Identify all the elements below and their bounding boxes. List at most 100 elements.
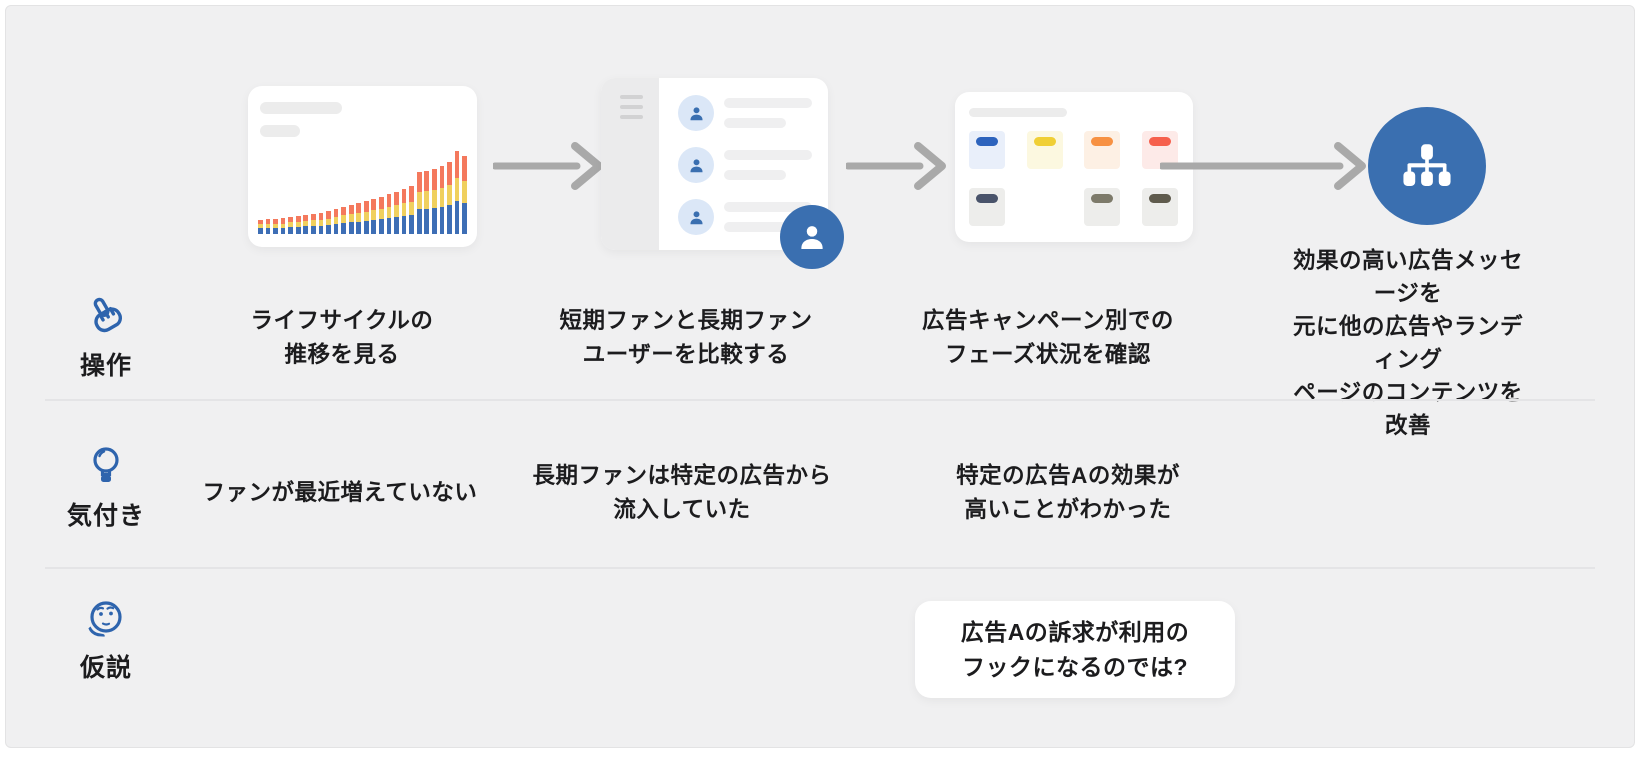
avatar [678,95,714,131]
dashboard-tile [1084,188,1120,226]
pointing-hand-icon [93,297,123,333]
text-placeholder [969,108,1067,117]
stacked-bar [341,207,346,234]
blue-segment [416,209,422,234]
stacked-bar [409,186,415,234]
yellow-segment [379,209,384,219]
red-segment [431,169,437,190]
yellow-segment [295,222,301,227]
thinking-face-icon [88,601,122,637]
red-segment [288,217,294,222]
red-segment [386,194,392,207]
blue-segment [288,227,294,234]
yellow-segment [348,214,354,222]
user-icon [689,106,703,120]
hypothesis-card: 広告Aの訴求が利用の フックになるのでは? [915,601,1235,698]
dashboard-tile [1084,131,1120,169]
blue-segment [401,216,407,234]
stacked-bar [401,189,407,234]
blue-segment [341,223,346,234]
text-placeholder [724,202,812,212]
dashboard-tile [1027,131,1063,169]
red-segment [348,205,354,214]
row-divider [45,399,1595,401]
stacked-bar [386,194,392,234]
yellow-segment [333,217,339,224]
yellow-segment [273,224,278,228]
row-label-text: 気付き [66,502,146,530]
red-segment [363,201,369,212]
tile-pill [976,137,998,146]
arrow-right-icon [846,142,946,190]
blue-segment [394,217,399,234]
yellow-segment [341,215,346,223]
blue-segment [462,203,467,234]
blue-segment [333,224,339,234]
yellow-segment [326,219,331,225]
red-segment [258,220,263,224]
user-icon [801,226,823,249]
tile-pill [1149,194,1171,203]
yellow-segment [439,188,445,207]
user-icon [689,158,703,172]
stacked-bar [348,205,354,234]
yellow-segment [318,220,324,226]
menu-line [620,105,643,109]
yellow-segment [394,205,399,217]
row-divider [45,567,1595,569]
red-segment [303,215,309,221]
user-icon [689,210,703,224]
dashboard-tile [1142,188,1178,226]
yellow-segment [303,221,309,226]
dashboard-tile [1142,131,1178,169]
user-badge-circle [780,205,844,269]
avatar [678,199,714,235]
arrow-right-icon [493,142,603,190]
stacked-bar [447,162,452,234]
stacked-bar [431,169,437,234]
blue-segment [318,226,324,234]
yellow-segment [454,178,460,201]
text-placeholder [724,98,812,108]
red-segment [447,162,452,185]
yellow-segment [363,212,369,221]
blue-segment [409,215,415,234]
yellow-segment [447,185,452,205]
blue-segment [424,209,430,234]
stacked-bar [295,216,301,234]
red-segment [341,207,346,215]
blue-segment [379,219,384,234]
tile-pill [976,194,998,203]
lightbulb-icon [93,447,119,482]
blue-segment [295,227,301,234]
blue-segment [363,221,369,234]
stacked-bar [371,199,377,234]
text-placeholder [724,118,786,128]
blue-segment [386,218,392,234]
tile-pill [1149,137,1171,146]
stacked-bar [310,214,316,234]
list-sidebar [601,78,659,250]
blue-segment [326,225,331,234]
hypothesis-text: 広告Aの訴求が利用の フックになるのでは? [960,618,1190,680]
insight-text-2: 長期ファンは特定の広告から 流入していた [532,463,832,522]
stacked-bar [356,203,362,234]
stacked-bar-chart [258,142,467,234]
insight-text-3: 特定の広告Aの効果が 高いことがわかった [956,463,1180,522]
blue-segment [273,228,278,234]
avatar [678,147,714,183]
blue-segment [303,226,309,234]
blue-segment [439,207,445,234]
tile-pill [1091,137,1113,146]
row-label-text: 仮説 [79,654,133,682]
red-segment [356,203,362,213]
dashboard-tile [969,131,1005,169]
text-placeholder [724,222,786,232]
stacked-bar [303,215,309,234]
arrow-right-icon [1160,142,1366,190]
red-segment [318,213,324,220]
blue-segment [447,205,452,234]
stacked-bar [288,217,294,234]
blue-segment [371,220,377,234]
